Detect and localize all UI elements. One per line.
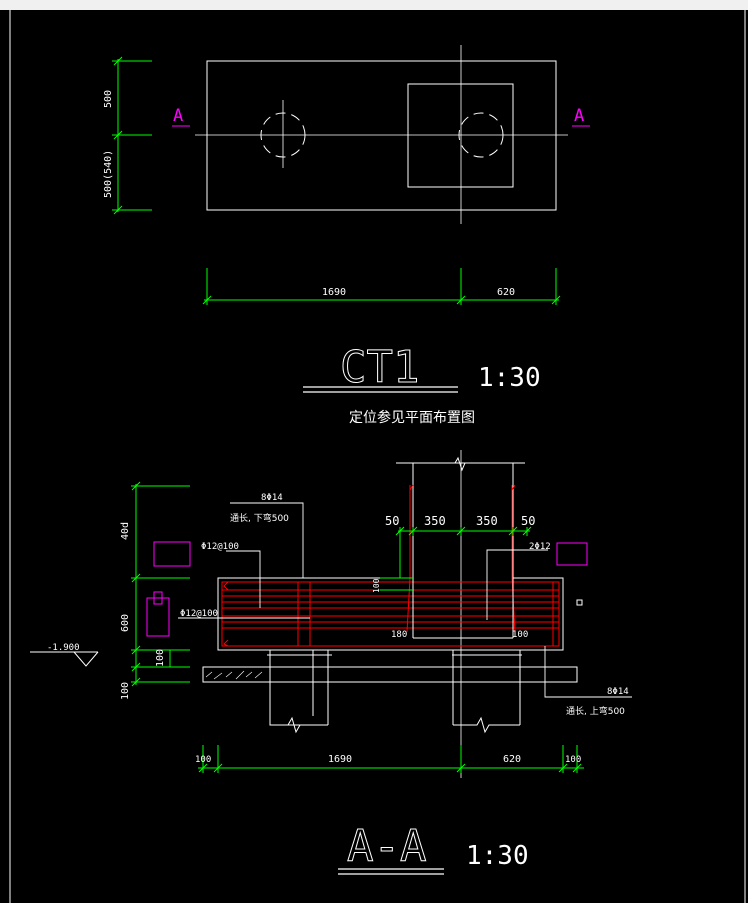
bot-dim-620: 620	[503, 754, 521, 765]
section-mark-right: A	[574, 106, 584, 126]
title-plan: CT1 1:30 定位参见平面布置图	[303, 342, 541, 426]
bot-dim-1690: 1690	[328, 754, 352, 765]
col-dim-350-left: 350	[424, 514, 446, 528]
rebar-cage	[221, 484, 560, 647]
leader-lines	[178, 502, 632, 698]
dim-100b: 100	[120, 682, 131, 700]
dim-180: 180	[391, 630, 407, 640]
title-section-scale: 1:30	[466, 841, 529, 871]
section-dim-vertical-left	[131, 481, 190, 687]
col-dim-50-right: 50	[521, 514, 535, 528]
plan-dim-length-right: 620	[497, 287, 515, 298]
rebar-side-left2: Φ12@100	[180, 609, 218, 619]
section-column	[396, 450, 525, 778]
dim-100a: 100	[155, 649, 166, 667]
pile-left	[260, 112, 306, 158]
col-dim-50-left: 50	[385, 514, 399, 528]
rebar-side-left: Φ12@100	[201, 542, 239, 552]
rebar-side-right: 2Φ12	[529, 542, 551, 552]
section-mark-left: A	[173, 106, 183, 126]
col-dim-350-right: 350	[476, 514, 498, 528]
dim-100-right: 100	[512, 630, 528, 640]
window-top-strip	[0, 0, 748, 10]
dim-40d: 40d	[120, 522, 131, 540]
elevation-text: -1.900	[47, 643, 80, 653]
rebar-symbol-left-bottom-tab	[153, 591, 163, 605]
bedding-hatch	[205, 670, 263, 680]
rebar-symbol-right	[556, 542, 588, 566]
section-dim-bottom	[198, 745, 584, 773]
section-cap-outline	[202, 577, 578, 734]
column-outline	[407, 83, 514, 188]
bot-dim-100-left: 100	[195, 755, 211, 765]
title-section-name: A-A	[347, 821, 426, 872]
rebar-top-note: 通长, 下弯500	[230, 512, 289, 524]
bot-dim-100-right: 100	[565, 755, 581, 765]
plan-dim-horizontal	[202, 268, 561, 305]
elevation-marker	[30, 651, 99, 667]
rebar-dot-right	[576, 599, 583, 606]
title-plan-name: CT1	[340, 342, 419, 393]
title-plan-note: 定位参见平面布置图	[349, 409, 475, 426]
section-column-base	[412, 578, 514, 639]
rebar-top-count: 8Φ14	[261, 493, 283, 503]
plan-view: A A 500 500(540) 1690 620	[103, 45, 590, 305]
section-dim-column	[380, 526, 532, 591]
plan-dim-top: 500	[103, 90, 114, 108]
pile-cap-outline	[206, 60, 557, 211]
section-view: 40d 600 100 100 -1.900	[30, 450, 632, 778]
rebar-symbol-left-top	[153, 541, 191, 567]
plan-dim-length-left: 1690	[322, 287, 346, 298]
rebar-bottom-note: 通长, 上弯500	[566, 705, 625, 717]
title-plan-scale: 1:30	[478, 363, 541, 393]
rebar-symbol-left-bottom	[146, 597, 170, 637]
plan-dim-bottom: 500(540)	[103, 150, 114, 198]
rebar-bottom-count: 8Φ14	[607, 687, 629, 697]
dim-600: 600	[120, 614, 131, 632]
dim-100-inner: 100	[372, 578, 381, 593]
plan-dim-vertical	[112, 56, 152, 215]
title-section: A-A 1:30	[338, 821, 529, 875]
pile-right	[458, 112, 504, 158]
